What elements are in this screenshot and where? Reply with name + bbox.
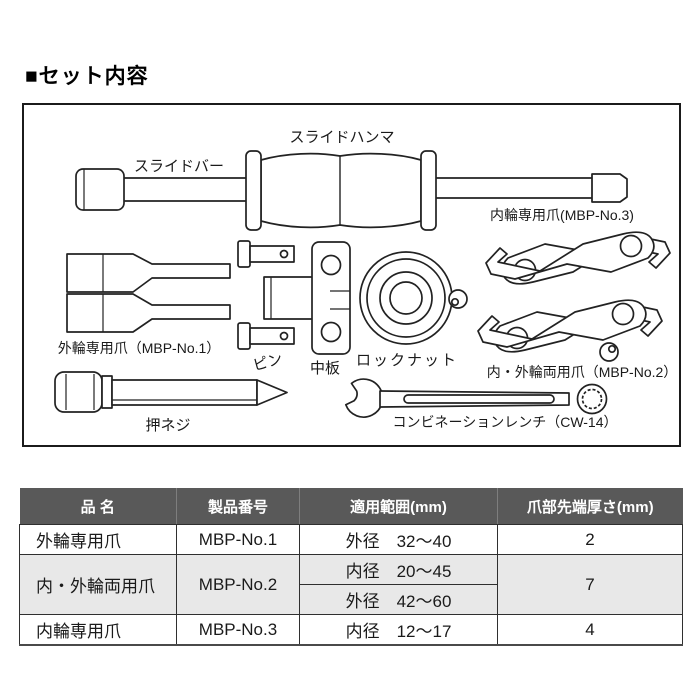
table-row: 内輪専用爪 MBP-No.3 内径 12〜17 4 — [19, 614, 683, 646]
cell-model-number: MBP-No.2 — [176, 554, 300, 615]
inner-claw-label: 内輪専用爪(MBP-No.3) — [490, 207, 634, 223]
cell-range: 外径 32〜40 — [299, 524, 498, 555]
header-claw-thickness: 爪部先端厚さ(mm) — [497, 488, 683, 525]
cell-range: 外径 42〜60 — [299, 584, 498, 615]
slide-bar-drawing — [75, 168, 248, 211]
cell-thickness: 2 — [497, 524, 683, 555]
slide-hammer-label: スライドハンマ — [289, 129, 394, 146]
spec-table: 品 名 製品番号 適用範囲(mm) 爪部先端厚さ(mm) 外輪専用爪 MBP-N… — [19, 488, 683, 646]
wrench-drawing — [344, 378, 608, 418]
slide-hammer-drawing — [245, 150, 628, 231]
cell-range: 内径 20〜45 — [299, 554, 498, 585]
cell-product-name: 内輪専用爪 — [19, 614, 177, 646]
outer-claw-label: 外輪専用爪（MBP-No.1） — [58, 340, 221, 356]
page-title: ■セット内容 — [25, 65, 149, 88]
pin-label: ピン — [251, 350, 284, 374]
table-row: 内・外輪両用爪 MBP-No.2 内径 20〜45 7 — [19, 554, 683, 615]
inner-claw-drawing — [485, 231, 671, 285]
cell-model-number: MBP-No.1 — [176, 524, 300, 555]
table-row: 外輪専用爪 MBP-No.1 外径 32〜40 2 — [19, 524, 683, 555]
cell-product-name: 内・外輪両用爪 — [19, 554, 177, 615]
push-screw-label: 押ネジ — [145, 417, 190, 434]
cell-thickness: 7 — [497, 554, 683, 615]
push-screw-drawing — [54, 371, 288, 413]
cell-thickness: 4 — [497, 614, 683, 646]
pin-drawing — [237, 240, 295, 350]
middle-plate-label: 中板 — [310, 359, 340, 377]
tool-set-drawing: スライドバー スライドハンマ 内輪専用爪(MBP-No.3) 外輪専用爪（MBP… — [54, 129, 678, 434]
outer-claw-drawing — [66, 253, 231, 333]
cell-model-number: MBP-No.3 — [176, 614, 300, 646]
slide-bar-label: スライドバー — [134, 158, 224, 175]
middle-plate-drawing — [263, 241, 351, 355]
header-product-name: 品 名 — [19, 488, 177, 525]
lock-nut-drawing — [359, 251, 453, 345]
wrench-label: コンビネーションレンチ（CW-14） — [392, 414, 617, 430]
table-row: 外径 42〜60 — [20, 584, 683, 615]
header-applicable-range: 適用範囲(mm) — [299, 488, 498, 525]
cell-product-name: 外輪専用爪 — [19, 524, 177, 555]
spec-table-header-row: 品 名 製品番号 適用範囲(mm) 爪部先端厚さ(mm) — [19, 488, 683, 525]
header-model-number: 製品番号 — [176, 488, 300, 525]
cell-range: 内径 12〜17 — [299, 614, 498, 646]
lock-nut-label: ロックナット — [356, 352, 458, 369]
dual-claw-drawing — [448, 289, 663, 362]
dual-claw-label: 内・外輪両用爪（MBP-No.2） — [487, 364, 678, 380]
set-contents-diagram: スライドバー スライドハンマ 内輪専用爪(MBP-No.3) 外輪専用爪（MBP… — [22, 103, 681, 447]
